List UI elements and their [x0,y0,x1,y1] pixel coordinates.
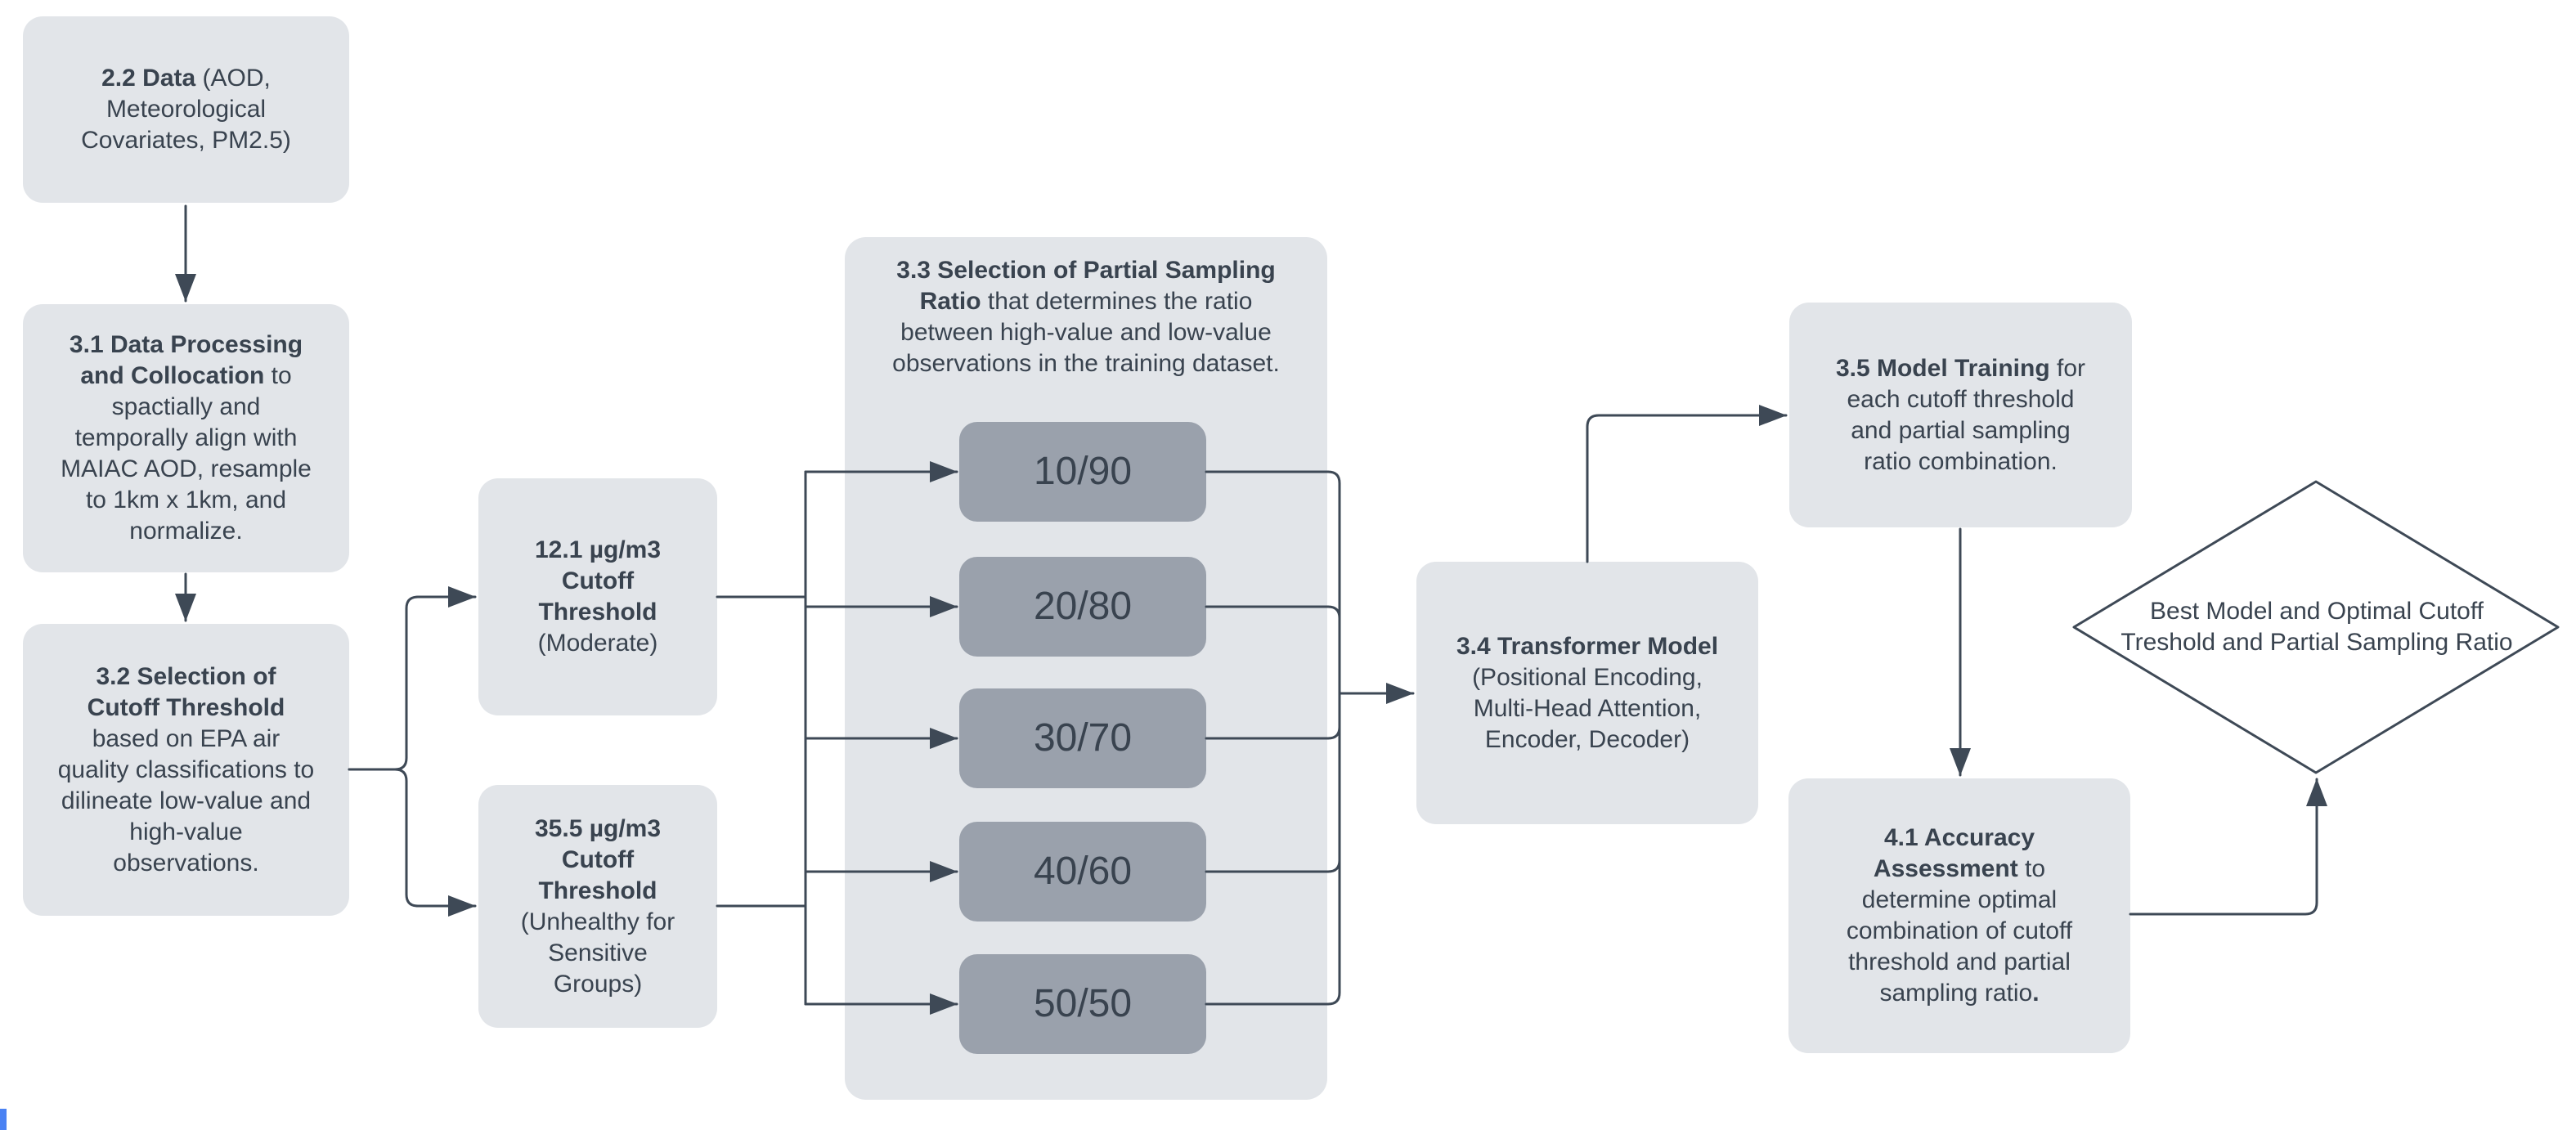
node-threshold-unhealthy-title: 35.5 µg/m3 Cutoff Threshold [534,814,662,904]
node-processing-3-1-text: 3.1 Data Processing and Collocation to s… [61,330,312,547]
ratio-box-30-70: 30/70 [959,688,1206,788]
node-transformer-3-4: 3.4 Transformer Model (Positional Encodi… [1416,562,1758,824]
arrow-transformer-to-training [1586,405,1788,563]
node-accuracy-4-1: 4.1 Accuracy Assessment to determine opt… [1788,778,2130,1053]
node-training-3-5-title: 3.5 Model Training [1835,354,2050,382]
ratio-label-20-80: 20/80 [1033,585,1133,628]
node-data-2-2-text: 2.2 Data (AOD, Meteorological Covariates… [81,63,291,156]
blue-edge-fragment [0,1109,7,1130]
node-accuracy-4-1-title: 4.1 Accuracy Assessment [1873,824,2035,882]
container-sampling-ratio-3-3-text: 3.3 Selection of Partial Sampling Ratio … [861,255,1311,379]
node-threshold-unhealthy-body: (Unhealthy for Sensitive Groups) [520,908,675,998]
ratio-box-50-50: 50/50 [959,954,1206,1054]
ratio-label-10-90: 10/90 [1033,450,1133,493]
decision-diamond-label: Best Model and Optimal Cutoff Treshold a… [2120,598,2513,656]
node-cutoff-selection-3-2-text: 3.2 Selection of Cutoff Threshold based … [58,661,314,879]
node-processing-3-1-title: 3.1 Data Processing and Collocation [69,331,303,389]
node-threshold-moderate-text: 12.1 µg/m3 Cutoff Threshold (Moderate) [535,535,661,659]
node-accuracy-4-1-body: to determine optimal combination of cuto… [1846,855,2073,1007]
node-threshold-moderate-body: (Moderate) [537,630,658,657]
ratio-box-10-90: 10/90 [959,422,1206,522]
node-cutoff-selection-3-2-title: 3.2 Selection of Cutoff Threshold [87,662,285,721]
node-training-3-5-text: 3.5 Model Training for each cutoff thres… [1836,353,2085,478]
ratio-box-40-60: 40/60 [959,822,1206,921]
ratio-label-30-70: 30/70 [1033,716,1133,760]
arrow-cutoff-to-unhealthy [348,768,477,917]
node-threshold-moderate: 12.1 µg/m3 Cutoff Threshold (Moderate) [478,478,717,715]
node-transformer-3-4-body: (Positional Encoding, Multi-Head Attenti… [1472,663,1703,753]
node-threshold-unhealthy-text: 35.5 µg/m3 Cutoff Threshold (Unhealthy f… [521,814,675,1000]
container-sampling-ratio-3-3-body: that determines the ratio between high-v… [892,288,1280,377]
container-sampling-ratio-3-3-title: 3.3 Selection of Partial Sampling Ratio [896,257,1276,315]
node-threshold-unhealthy: 35.5 µg/m3 Cutoff Threshold (Unhealthy f… [478,785,717,1028]
node-training-3-5: 3.5 Model Training for each cutoff thres… [1789,303,2132,527]
arrow-accuracy-to-decision [2129,778,2327,916]
ratio-label-40-60: 40/60 [1033,850,1133,893]
node-threshold-moderate-title: 12.1 µg/m3 Cutoff Threshold [534,536,662,626]
arrow-cutoff-to-moderate [348,586,477,771]
node-training-3-5-body: for each cutoff threshold and partial sa… [1847,354,2086,475]
node-transformer-3-4-text: 3.4 Transformer Model (Positional Encodi… [1456,631,1718,756]
ratio-label-50-50: 50/50 [1033,982,1133,1025]
node-cutoff-selection-3-2-body: based on EPA air quality classifications… [57,724,315,877]
node-transformer-3-4-title: 3.4 Transformer Model [1456,632,1719,660]
node-processing-3-1-body: to spactially and temporally align with … [61,362,312,545]
node-cutoff-selection-3-2: 3.2 Selection of Cutoff Threshold based … [23,624,349,916]
node-accuracy-4-1-text: 4.1 Accuracy Assessment to determine opt… [1847,823,2072,1009]
node-accuracy-4-1-period: . [2032,980,2040,1007]
ratio-box-20-80: 20/80 [959,557,1206,657]
node-data-2-2: 2.2 Data (AOD, Meteorological Covariates… [23,16,349,203]
node-data-2-2-body: (AOD, Meteorological Covariates, PM2.5) [81,65,291,154]
node-data-2-2-title: 2.2 Data [101,65,196,92]
node-processing-3-1: 3.1 Data Processing and Collocation to s… [23,304,349,572]
